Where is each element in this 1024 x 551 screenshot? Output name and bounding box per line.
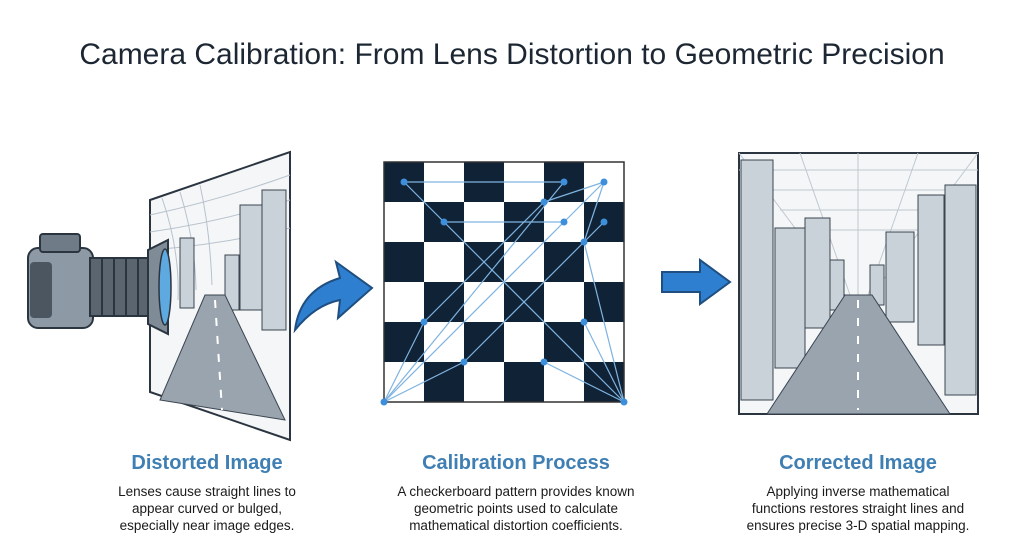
checker-square: [384, 242, 424, 282]
checker-square: [424, 242, 464, 282]
checker-square: [384, 202, 424, 242]
calibration-line: [383, 321, 425, 403]
calibration-line: [583, 321, 625, 403]
calibration-point: [560, 218, 568, 226]
calibration-point: [540, 198, 548, 206]
checker-square: [384, 322, 424, 362]
calibration-line: [383, 181, 565, 403]
checkerboard: [380, 161, 628, 406]
checker-square: [464, 362, 504, 402]
checker-square: [424, 362, 464, 402]
panel-calibration: Calibration Process A checkerboard patte…: [366, 452, 666, 534]
calibration-point: [420, 318, 428, 326]
checker-square: [504, 322, 544, 362]
checker-square: [584, 242, 624, 282]
calibration-point: [600, 178, 608, 186]
straight-arrow-icon: [661, 258, 732, 306]
curved-arrow-icon: [293, 259, 374, 334]
calibration-line: [543, 361, 625, 403]
corrected-image-illustration: [738, 152, 979, 415]
panel-distorted: Distorted Image Lenses cause straight li…: [57, 452, 357, 534]
checker-square: [584, 282, 624, 322]
calibration-line: [583, 181, 605, 243]
checker-square: [544, 362, 584, 402]
distorted-image-illustration: [149, 150, 291, 442]
panel-heading: Distorted Image: [131, 452, 283, 474]
checker-square: [384, 282, 424, 322]
calibration-point: [540, 358, 548, 366]
calibration-line: [463, 221, 605, 363]
calibration-line: [583, 241, 625, 403]
panel-corrected: Corrected Image Applying inverse mathema…: [708, 452, 1008, 534]
page-title: Camera Calibration: From Lens Distortion…: [79, 38, 945, 71]
calibration-line: [383, 181, 605, 403]
checker-square: [504, 362, 544, 402]
calibration-point: [380, 398, 388, 406]
checker-square: [544, 282, 584, 322]
calibration-line: [383, 361, 465, 403]
camera-icon: [27, 233, 172, 336]
calibration-point: [440, 218, 448, 226]
calibration-point: [560, 178, 568, 186]
calibration-point: [580, 238, 588, 246]
calibration-point: [580, 318, 588, 326]
checker-square: [584, 322, 624, 362]
panel-heading: Corrected Image: [779, 452, 937, 474]
calibration-point: [460, 358, 468, 366]
calibration-point: [400, 178, 408, 186]
calibration-point: [600, 218, 608, 226]
calibration-line: [543, 181, 605, 203]
panel-heading: Calibration Process: [422, 452, 610, 474]
calibration-line: [403, 181, 625, 403]
calibration-point: [620, 398, 628, 406]
